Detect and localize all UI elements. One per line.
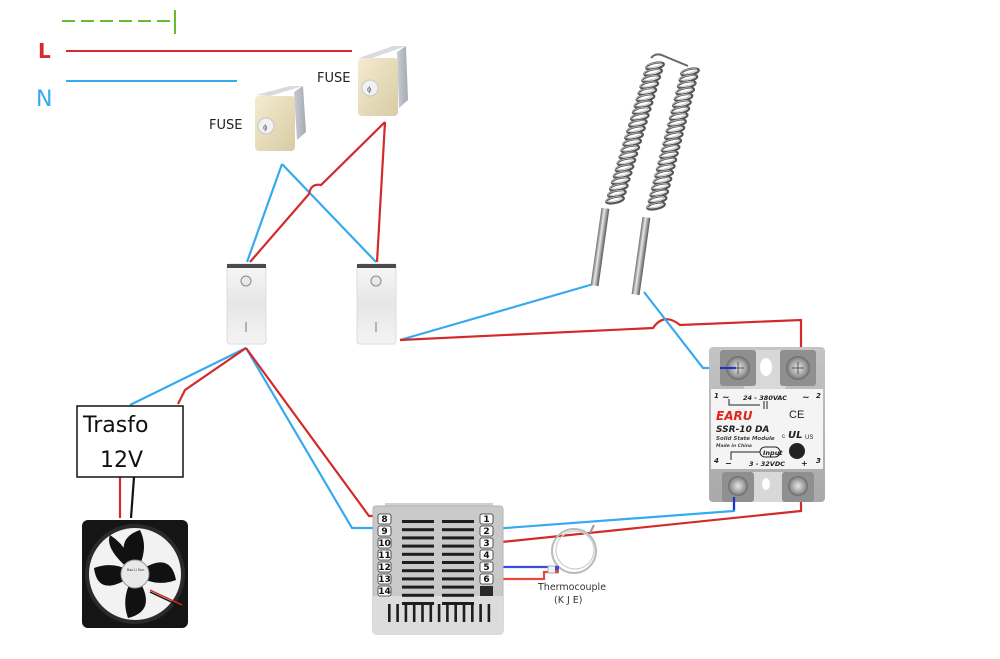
ssr-minus: − [725, 459, 732, 468]
ssr-term-1: 1 [714, 392, 719, 400]
ssr-ce-mark: CE [789, 409, 804, 421]
thermocouple-types: (K J E) [554, 595, 583, 606]
ssr-subtitle: Solid State Module [716, 436, 775, 442]
ssr-ul-mark: UL [788, 430, 803, 441]
ssr-origin: Made in China [716, 443, 752, 449]
ssr-term-3: 3 [816, 457, 821, 465]
controller-left-terminal-9 [377, 525, 392, 537]
fuse-2-label: FUSE [317, 71, 350, 86]
ssr-ul-us: US [805, 435, 813, 441]
ssr-dc-range: 3 - 32VDC [749, 460, 785, 468]
line-label: L [38, 39, 51, 63]
ssr-ul-c: c [782, 434, 785, 440]
wire-fuse1-switch1 [245, 163, 284, 263]
controller-left-terminal-label-10: 10 [378, 539, 391, 549]
controller-right-terminal-5 [479, 561, 494, 573]
wire-ctrl-ssr-red [491, 497, 803, 545]
fuse-2: ɸ [358, 46, 408, 116]
controller-right-terminal-label-3: 3 [483, 539, 489, 549]
wire-fuse1-switch2 [281, 163, 377, 263]
controller-right-terminal-label-4: 4 [483, 551, 489, 561]
transformer-label: Trasfo [82, 413, 148, 438]
fuse-1: ɸ [255, 86, 306, 151]
wire-ctrl-ssr-blue [491, 497, 736, 531]
controller-left-terminal-label-9: 9 [381, 527, 387, 537]
transformer [76, 405, 184, 478]
wire-switch1-trasfo-red [177, 347, 247, 405]
thermocouple-label: Thermocouple [537, 582, 606, 593]
controller-left-terminal-label-14: 14 [378, 587, 391, 597]
svg-text:ɸ: ɸ [263, 123, 268, 132]
wire-fuse2-switch1 [249, 121, 386, 263]
ssr-model: SSR-10 DA [716, 425, 769, 435]
switch-1[interactable] [226, 263, 267, 345]
solid-state-relay [709, 347, 825, 502]
transformer-voltage: 12V [100, 448, 143, 473]
controller-left-terminal-label-11: 11 [378, 551, 391, 561]
thermocouple [547, 524, 597, 574]
heater-element [590, 53, 700, 296]
ssr-term-4: 4 [714, 457, 719, 465]
switch-2[interactable] [356, 263, 397, 345]
wire-switch2-heater-blue [399, 281, 598, 342]
ssr-input-label: Input [763, 449, 783, 457]
controller-right-terminal-label-1: 1 [483, 515, 489, 525]
controller-right-terminals: 1 2 3 4 5 6 [479, 513, 494, 596]
controller-right-terminal-label-2: 2 [483, 527, 489, 537]
ssr-plus: + [801, 459, 808, 468]
controller-right-terminal-1 [479, 513, 494, 525]
controller-indicator [480, 586, 493, 596]
svg-text:ɸ: ɸ [367, 85, 372, 94]
controller-left-terminal-11 [377, 549, 392, 561]
controller-left-terminal-12 [377, 561, 392, 573]
controller-left-terminal-label-13: 13 [378, 575, 391, 585]
controller-right-terminal-3 [479, 537, 494, 549]
ssr-tilde-2: ~ [802, 393, 810, 403]
wire-switch1-trasfo-blue [129, 347, 247, 406]
earth-line [62, 10, 176, 34]
controller-right-terminal-4 [479, 549, 494, 561]
controller-right-terminal-label-5: 5 [483, 563, 489, 573]
wire-fuse2-switch2 [375, 121, 387, 263]
fan-sticker: Bao Li Dun [127, 568, 144, 572]
controller-left-terminal-label-12: 12 [378, 563, 391, 573]
controller-left-terminal-13 [377, 573, 392, 585]
controller-left-terminal-label-8: 8 [381, 515, 387, 525]
wire-switch1-ctrl-red [245, 347, 381, 518]
controller-right-terminal-6 [479, 573, 494, 585]
wire-heater-ssr-blue [643, 291, 720, 370]
controller-left-terminal-14 [377, 585, 392, 597]
ssr-brand: EARU [716, 409, 753, 423]
controller-left-terminal-10 [377, 537, 392, 549]
ssr-ac-range: 24 - 380VAC [743, 394, 787, 402]
controller-right-terminal-2 [479, 525, 494, 537]
controller-left-terminal-8 [377, 513, 392, 525]
fuse-1-label: FUSE [209, 118, 242, 133]
wire-switch1-ctrl-blue [245, 347, 381, 530]
cooling-fan [82, 520, 188, 628]
controller-right-terminal-label-6: 6 [483, 575, 489, 585]
controller-left-terminals: 8 9 10 11 12 13 14 [377, 513, 392, 597]
wire-trasfo-fan-black [129, 476, 136, 519]
ssr-term-2: 2 [816, 392, 821, 400]
wire-switch2-ssr-red [399, 318, 803, 350]
neutral-label: N [36, 87, 52, 112]
wire-ctrl-tc-red [492, 570, 550, 581]
ssr-tilde-1: ~ [722, 393, 730, 403]
temperature-controller [372, 503, 504, 635]
